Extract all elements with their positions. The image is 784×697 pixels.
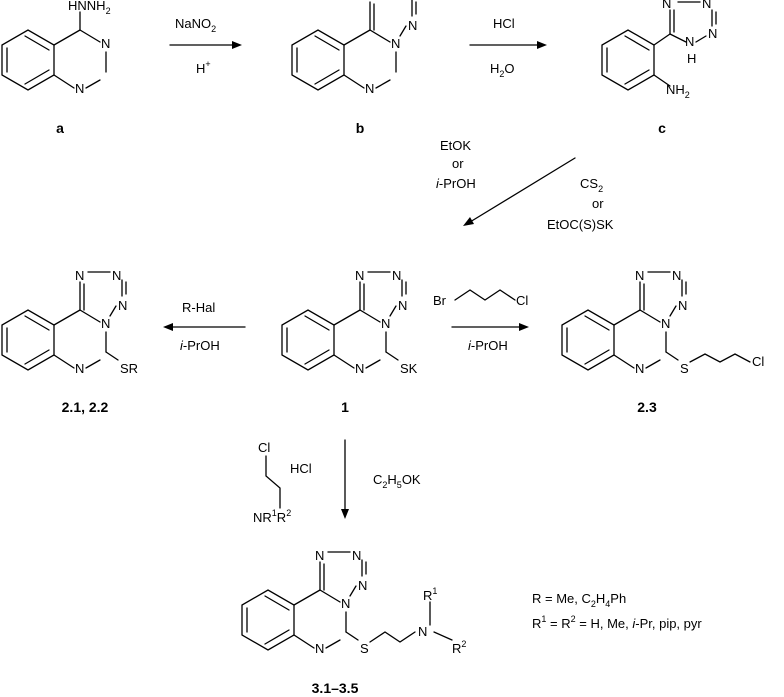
reagent-or-2: or [592, 196, 604, 211]
reagent-etoc-s-sk: EtOC(S)SK [547, 217, 614, 232]
atom-N: N [101, 36, 110, 51]
reagent-hcl: HCl [493, 16, 515, 31]
reagent-r-hal: R-Hal [182, 300, 215, 315]
compound-label-b: b [356, 120, 365, 136]
atom-N: N [365, 0, 374, 3]
atom-N: N [635, 361, 644, 376]
amino-group: NH2 [666, 82, 690, 100]
reagent-ipr-oh-c: i-PrOH [468, 338, 508, 353]
reagent-cl-2: Cl [258, 440, 270, 455]
reagent-c2h5ok: C2H5OK [373, 472, 421, 490]
reagent-or: or [452, 156, 464, 171]
atom-N: N [702, 0, 711, 11]
substituent-legend: R = Me, C2H4Ph R1 = R2 = H, Me, i-Pr, pi… [532, 591, 702, 631]
compound-b-structure: N N N N N [291, 0, 417, 96]
atom-N: N [358, 578, 367, 593]
compound-label-2-3: 2.3 [637, 399, 657, 415]
atom-N: N [392, 268, 401, 283]
atom-N: N [352, 548, 361, 563]
atom-N: N [635, 268, 644, 283]
arrow-1-to-2-3: Br Cl i-PrOH [433, 289, 529, 353]
atom-N: N [75, 268, 84, 283]
atom-N: N [661, 316, 670, 331]
sk-group: SK [400, 361, 418, 376]
atom-N: N [678, 298, 687, 313]
atom-N: N [402, 0, 411, 3]
atom-N: N [672, 268, 681, 283]
arrow-b-to-c: HCl H2O [469, 16, 547, 79]
compound-1-structure: N N N N N SK [281, 268, 418, 376]
arrow-1-to-3: Cl NR1R2 HCl C2H5OK [253, 439, 421, 525]
reagent-br: Br [433, 293, 447, 308]
substituent-r1: R1 [423, 586, 437, 603]
compound-label-c: c [658, 120, 666, 136]
reagent-water: H2O [490, 61, 515, 79]
atom-H: H [687, 51, 696, 66]
atom-Cl: Cl [752, 354, 764, 369]
atom-N: N [101, 316, 110, 331]
compound-3-structure: N N N N N S N R1 R2 [241, 548, 466, 656]
atom-N: N [408, 18, 417, 33]
atom-N: N [708, 26, 717, 41]
atom-N: N [355, 361, 364, 376]
arrow-c-to-1: EtOK or i-PrOH CS2 or EtOC(S)SK [436, 138, 614, 232]
atom-S: S [680, 361, 689, 376]
compound-label-3: 3.1–3.5 [312, 680, 359, 696]
atom-N: N [685, 34, 694, 49]
atom-N: N [355, 268, 364, 283]
atom-N: N [118, 298, 127, 313]
atom-N: N [418, 624, 427, 639]
atom-N: N [662, 0, 671, 11]
compound-2-3-structure: N N N N N S Cl [561, 268, 764, 376]
reagent-ipr-oh-b: i-PrOH [180, 338, 220, 353]
atom-N: N [365, 81, 374, 96]
compound-label-2-1-2-2: 2.1, 2.2 [62, 399, 109, 415]
reagent-hcl-2: HCl [290, 461, 312, 476]
atom-N: N [75, 361, 84, 376]
compound-label-1: 1 [341, 399, 349, 415]
reagent-etok: EtOK [440, 138, 471, 153]
reagent-nano2: NaNO2 [175, 16, 216, 34]
compound-c-structure: N N N N H NH2 [601, 0, 717, 100]
atom-N: N [112, 268, 121, 283]
reagent-cs2: CS2 [580, 176, 603, 194]
arrow-a-to-b: NaNO2 H+ [169, 16, 242, 76]
sr-group: SR [120, 361, 138, 376]
hydrazine-group: HNNH2 [68, 0, 111, 16]
atom-N: N [381, 316, 390, 331]
atom-N: N [75, 81, 84, 96]
arrow-1-to-2-1: R-Hal i-PrOH [163, 300, 246, 353]
atom-N: N [391, 36, 400, 51]
legend-r: R = Me, C2H4Ph [532, 591, 626, 609]
reagent-ipr-oh: i-PrOH [436, 176, 476, 191]
compound-a-structure: N N HNNH2 [1, 0, 111, 96]
reagent-nr1r2: NR1R2 [253, 508, 291, 525]
reagent-cl: Cl [516, 293, 528, 308]
atom-N: N [398, 298, 407, 313]
legend-r1-r2: R1 = R2 = H, Me, i-Pr, pip, pyr [532, 614, 702, 631]
atom-S: S [360, 641, 369, 656]
compound-2-1-structure: N N N N N SR [1, 268, 138, 376]
atom-N: N [341, 596, 350, 611]
compound-label-a: a [56, 120, 64, 136]
atom-N: N [315, 641, 324, 656]
atom-N: N [315, 548, 324, 563]
reagent-acid: H+ [196, 59, 211, 76]
substituent-r2: R2 [452, 639, 466, 656]
